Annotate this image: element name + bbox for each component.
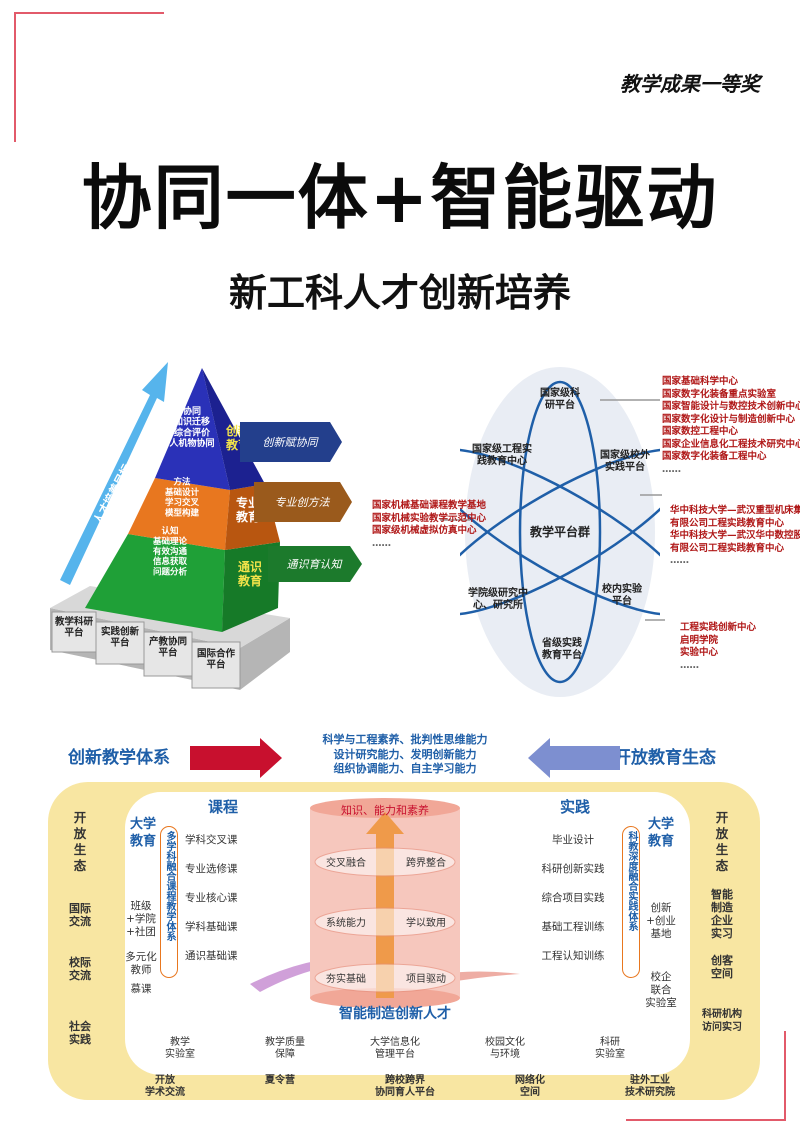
list-item: 教学 实验室	[165, 1037, 195, 1060]
list-item: 专业核心课	[185, 892, 238, 904]
level-low-left	[85, 534, 225, 632]
base-block-label: 国际合作平台	[197, 647, 236, 670]
level-mid-left-text: 方法基础设计学习交叉模型构建	[164, 477, 200, 519]
cylinder-up-arrow	[366, 812, 404, 834]
list-item: 科研创新实践	[541, 863, 605, 875]
page-subtitle: 新工科人才创新培养	[228, 271, 571, 315]
inner-left-items: 班级 +学院 +社团 多元化 教师 慕课	[125, 900, 157, 995]
level-low-right-text: 通识教育	[237, 559, 262, 588]
cylinder-row-label: 学以致用	[406, 916, 446, 929]
tag-top	[240, 422, 342, 462]
atom-backdrop	[465, 367, 655, 697]
tag-low	[268, 546, 362, 582]
atom-left-list: 国家机械基础课程教学基地国家机械实验教学示范中心国家级机械虚拟仿真中心……	[372, 500, 487, 549]
corner-line-left	[14, 12, 16, 142]
tag-mid	[254, 482, 352, 522]
atom-node: 国家级科研平台	[540, 386, 580, 411]
cylinder-row-label: 夯实基础	[326, 972, 366, 985]
atom-connectors	[440, 399, 665, 621]
cylinder-ring	[314, 907, 456, 937]
bottom-outer-row: 开放 学术交流 夏令营 跨校跨界 协同育人平台 网络化 空间 驻外工业 技术研究…	[120, 1075, 700, 1099]
competence-cylinder: 知识、能力和素养 交叉融合 跨界整合 系统能力 学以致用 夯实基础 项目驱动 智…	[250, 798, 520, 1022]
red-arrow-right	[190, 738, 282, 778]
cylinder-bottom-label: 智能制造创新人才	[338, 1005, 451, 1022]
inner-right-title: 大学 教育	[647, 817, 674, 849]
list-item: 跨校跨界 协同育人平台	[375, 1075, 435, 1098]
list-item: 专业选修课	[185, 863, 238, 875]
level-top-left	[155, 368, 230, 490]
list-item: 基础工程训练	[541, 921, 605, 933]
atom-center: 教学平台群	[529, 524, 590, 539]
list-item: 科研 实验室	[595, 1037, 625, 1060]
atom-right-low-list: 工程实践创新中心启明学院实验中心……	[680, 622, 757, 671]
right-system-label: 开放教育生态	[614, 748, 716, 768]
inner-right-items: 创新 +创业 基地 校企 联合 实验室	[645, 902, 677, 1009]
award-label: 教学成果一等奖	[620, 72, 760, 96]
atom-right-mid-list: 华中科技大学—武汉重型机床集有限公司工程实践教育中心华中科技大学—武汉华中数控股…	[670, 505, 800, 566]
practice-title: 实践	[560, 798, 591, 816]
cylinder-top	[310, 798, 460, 818]
atom-node: 省级实践教育平台	[541, 636, 582, 661]
practice-list: 毕业设计 科研创新实践 综合项目实践 基础工程训练 工程认知训练	[530, 826, 616, 971]
cylinder-row-label: 跨界整合	[406, 856, 446, 869]
level-top-left-text: 协同知识迁移综合评价人机物协同	[168, 405, 214, 449]
list-item: 校园文化 与环境	[485, 1037, 525, 1060]
list-item: 开放 学术交流	[145, 1075, 185, 1098]
base-block-label: 产教协同平台	[149, 635, 187, 658]
level-low-right	[222, 542, 280, 632]
bottom-inner-row: 教学 实验室 教学质量 保障 大学信息化 管理平台 校园文化 与环境 科研 实验…	[140, 1037, 650, 1061]
list-item: 教学质量 保障	[265, 1037, 305, 1060]
list-item: 驻外工业 技术研究院	[625, 1075, 675, 1098]
platform-atom-diagram: 教学平台群 国家级科研平台 国家级校外实践平台 校内实验平台 省级实践教育平台 …	[460, 367, 660, 697]
atom-node: 国家级校外实践平台	[600, 448, 650, 473]
cylinder-ring	[314, 847, 456, 877]
atom-node: 国家级工程实践教育中心	[472, 442, 532, 467]
list-item: 网络化 空间	[515, 1075, 545, 1098]
atom-right-top-list: 国家基础科学中心国家数字化装备重点实验室国家智能设计与数控技术创新中心国家数字化…	[662, 376, 800, 475]
atom-orbits	[460, 380, 660, 684]
pyramid-diagram: 人才培养目标 教学科研平台 实践创新平台 产教协同平台 国际合作平台 协同知识迁…	[50, 362, 362, 690]
tag-low-text: 通识育认知	[287, 558, 344, 571]
banner-arrows	[190, 738, 620, 778]
purple-arrow-left	[528, 738, 620, 778]
cylinder-row-label: 系统能力	[326, 916, 366, 929]
level-low-left-text: 认知基础理论有效沟通信息获取问题分析	[152, 526, 188, 578]
corner-line-right	[784, 1031, 786, 1121]
tag-mid-text: 专业创方法	[275, 496, 331, 509]
corner-line-bottom	[626, 1119, 786, 1121]
cylinder-row-label: 项目驱动	[406, 973, 446, 985]
goal-arrow	[60, 362, 168, 585]
right-oval: 科教深度融合实践体系	[622, 826, 640, 978]
left-oval: 多学科融合课程教学体系	[160, 826, 178, 978]
page-title: 协同一体+智能驱动	[81, 157, 719, 239]
list-item: 工程认知训练	[541, 950, 605, 962]
list-item: 大学信息化 管理平台	[370, 1037, 420, 1060]
list-item: 毕业设计	[552, 834, 594, 846]
cylinder-ring	[314, 963, 456, 993]
list-item: 通识基础课	[185, 950, 238, 962]
base-block-label: 教学科研平台	[54, 615, 94, 638]
outer-left-column: 开 放 生 态 国际 交流 校际 交流 社会 实践	[69, 810, 91, 1046]
outer-right-column: 开 放 生 态 智能 制造 企业 实习 创客 空间 科研机构 访问实习	[702, 810, 742, 1033]
atom-node: 学院级研究中心、研究所	[468, 586, 528, 611]
left-system-label: 创新教学体系	[68, 748, 170, 768]
level-mid-left	[128, 478, 230, 550]
goal-arrow-label: 人才培养目标	[90, 462, 133, 527]
cylinder-row-label: 交叉融合	[326, 856, 366, 869]
atom-node: 校内实验平台	[602, 582, 643, 607]
tag-top-text: 创新赋协同	[263, 436, 320, 449]
course-title: 课程	[208, 798, 239, 816]
list-item: 学科交叉课	[185, 834, 238, 846]
banner-text: 科学与工程素养、批判性思维能力 设计研究能力、发明创新能力 组织协调能力、自主学…	[322, 733, 488, 775]
corner-line-top	[14, 12, 164, 14]
course-list: 学科交叉课 专业选修课 专业核心课 学科基础课 通识基础课	[185, 826, 238, 971]
list-item: 夏令营	[265, 1075, 295, 1086]
cylinder-top-label: 知识、能力和素养	[341, 803, 429, 817]
list-item: 综合项目实践	[541, 892, 605, 904]
base-block-label: 实践创新平台	[101, 625, 140, 648]
inner-left-title: 大学 教育	[129, 817, 156, 849]
list-item: 学科基础课	[185, 921, 238, 933]
